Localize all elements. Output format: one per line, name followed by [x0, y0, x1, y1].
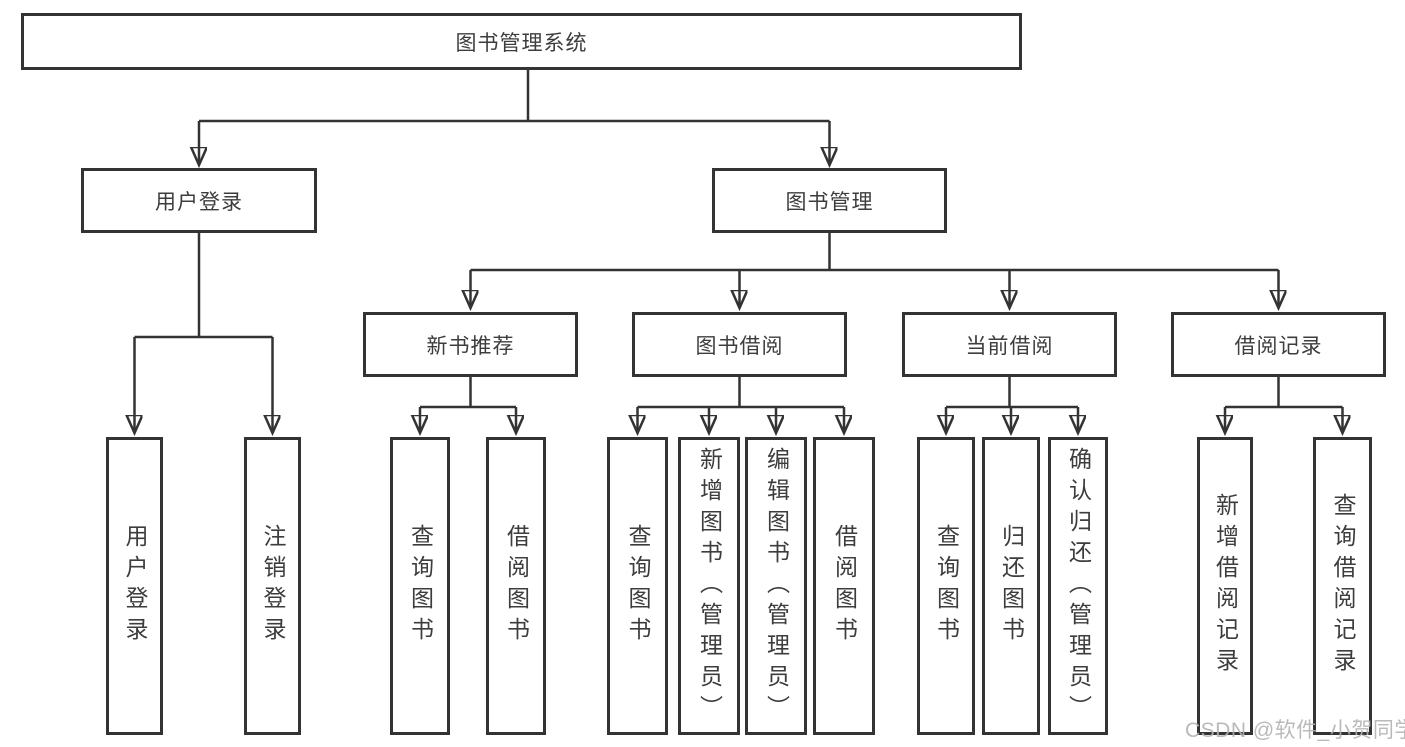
node-section-borrow-records: 借阅记录	[1171, 312, 1386, 377]
connector-new-books-children	[420, 377, 516, 433]
node-leaf-logout: 注销登录	[244, 437, 301, 735]
node-leaf-edit-books-admin: 编辑图书（管理员）	[745, 437, 807, 735]
leaf-label: 归还图书	[998, 524, 1025, 648]
node-book-management-label: 图书管理	[785, 190, 874, 214]
node-leaf-query-books: 查询图书	[607, 437, 668, 735]
leaf-label: 注销登录	[260, 524, 286, 648]
connector-borrow-records-children	[1225, 377, 1343, 433]
leaf-label: 查询借阅记录	[1330, 493, 1356, 679]
section-label: 新书推荐	[426, 334, 515, 358]
section-label: 当前借阅	[965, 334, 1054, 358]
leaf-label: 借阅图书	[503, 524, 530, 648]
leaf-label: 查询图书	[625, 524, 651, 648]
node-section-current-borrow: 当前借阅	[902, 312, 1117, 377]
node-leaf-add-borrow-record: 新增借阅记录	[1197, 437, 1253, 735]
leaf-label: 确认归还（管理员）	[1065, 446, 1092, 726]
node-leaf-return-books: 归还图书	[982, 437, 1040, 735]
node-leaf-user-login: 用户登录	[106, 437, 163, 735]
node-root-label: 图书管理系统	[455, 31, 588, 55]
node-leaf-borrow-books: 借阅图书	[486, 437, 546, 735]
connector-book-borrow-children	[638, 377, 845, 433]
node-root-system: 图书管理系统	[21, 13, 1022, 70]
leaf-label: 用户登录	[122, 524, 148, 648]
node-leaf-query-books: 查询图书	[390, 437, 450, 735]
node-user-login: 用户登录	[81, 168, 317, 233]
leaf-label: 新增图书（管理员）	[696, 446, 723, 726]
connector-root-to-level2	[199, 69, 830, 165]
connector-current-borrow-children	[946, 377, 1078, 433]
node-leaf-query-borrow-record: 查询借阅记录	[1313, 437, 1372, 735]
section-label: 借阅记录	[1234, 334, 1323, 358]
node-leaf-query-books: 查询图书	[917, 437, 975, 735]
leaf-label: 新增借阅记录	[1212, 493, 1239, 679]
leaf-label: 查询图书	[407, 524, 434, 648]
node-book-management: 图书管理	[712, 168, 947, 233]
leaf-label: 编辑图书（管理员）	[763, 446, 790, 726]
leaf-label: 借阅图书	[831, 524, 858, 648]
node-leaf-add-books-admin: 新增图书（管理员）	[678, 437, 740, 735]
node-leaf-borrow-books: 借阅图书	[813, 437, 875, 735]
node-section-book-borrow: 图书借阅	[632, 312, 847, 377]
connector-book-mgmt-sections	[471, 233, 1279, 308]
node-user-login-label: 用户登录	[155, 190, 243, 214]
node-section-new-book-recommend: 新书推荐	[363, 312, 578, 377]
node-leaf-confirm-return-admin: 确认归还（管理员）	[1048, 437, 1108, 735]
leaf-label: 查询图书	[933, 524, 960, 648]
connector-user-login-children	[135, 233, 273, 433]
csdn-watermark: CSDN @软件_小贺同学	[1185, 719, 1405, 742]
section-label: 图书借阅	[695, 334, 784, 358]
